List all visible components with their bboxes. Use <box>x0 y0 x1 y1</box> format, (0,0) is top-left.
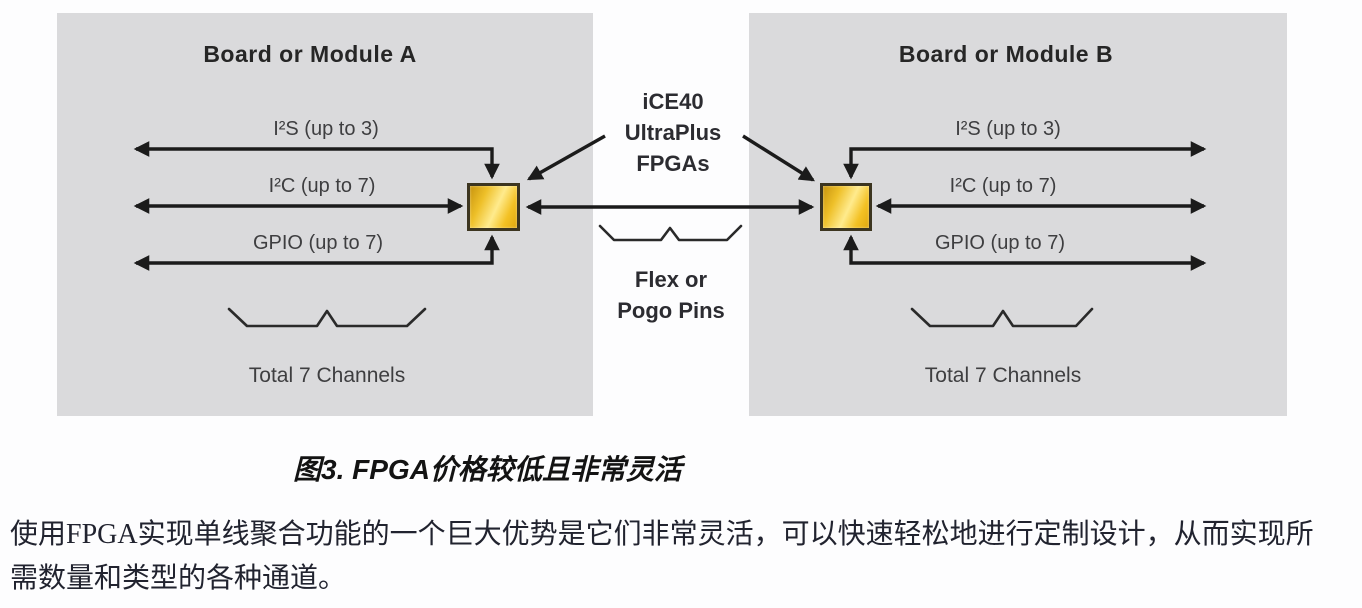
total-channels-b: Total 7 Channels <box>924 364 1082 387</box>
fpga-callout-line3: FPGAs <box>636 151 710 176</box>
gpio-label-a: GPIO (up to 7) <box>252 232 384 254</box>
fpga-callout-label: iCE40 UltraPlus FPGAs <box>625 86 722 179</box>
gpio-label-b: GPIO (up to 7) <box>934 232 1066 254</box>
i2s-arrow-a <box>133 141 500 180</box>
channels-brace-b <box>910 307 1094 328</box>
board-b-title: Board or Module B <box>898 41 1114 67</box>
i2s-label-b: I²S (up to 3) <box>955 118 1061 140</box>
connector-label-line1: Flex or <box>634 267 708 292</box>
fpga-callout-line2: UltraPlus <box>624 120 722 145</box>
channels-brace-a <box>227 307 427 328</box>
i2c-label-b: I²C (up to 7) <box>949 175 1057 197</box>
figure-caption: 图3. FPGA价格较低且非常灵活 <box>293 454 682 485</box>
fpga-chip-b <box>820 183 872 231</box>
fpga-callout-line1: iCE40 <box>642 89 704 114</box>
fpga-pointer-arrow-left <box>526 134 606 181</box>
board-a-title: Board or Module A <box>203 41 417 67</box>
connector-brace-center <box>598 224 743 242</box>
gpio-arrow-b <box>843 234 1207 271</box>
total-channels-a: Total 7 Channels <box>248 364 406 387</box>
fpga-chip-a <box>467 183 520 231</box>
i2s-arrow-b <box>843 141 1207 180</box>
connector-label: Flex or Pogo Pins <box>617 264 725 326</box>
gpio-arrow-a <box>133 234 500 271</box>
connector-label-line2: Pogo Pins <box>617 298 725 323</box>
body-text-line1: 使用FPGA实现单线聚合功能的一个巨大优势是它们非常灵活，可以快速轻松地进行定制… <box>10 519 1314 550</box>
body-text-line2: 需数量和类型的各种通道。 <box>10 563 347 594</box>
wiring-diagram <box>133 134 1207 328</box>
fpga-pointer-arrow-right <box>742 134 815 182</box>
i2s-label-a: I²S (up to 3) <box>273 118 379 140</box>
i2c-label-a: I²C (up to 7) <box>268 175 376 197</box>
